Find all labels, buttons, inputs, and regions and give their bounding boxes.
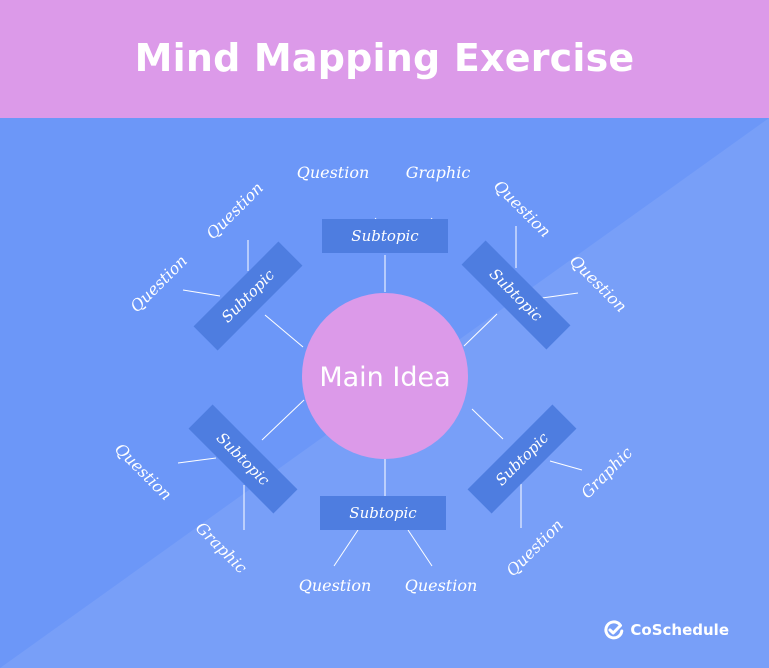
subtopic-node: Subtopic — [193, 241, 303, 351]
page-title: Mind Mapping Exercise — [134, 36, 635, 80]
main-to-subtopic-connector — [471, 408, 504, 440]
subtopic-to-leaf-connector — [541, 292, 579, 299]
subtopic-to-leaf-connector — [407, 529, 433, 567]
main-to-subtopic-connector — [264, 314, 304, 348]
subtopic-box — [322, 219, 448, 253]
subtopic-to-leaf-connector — [333, 529, 359, 567]
subtopic-box — [188, 404, 298, 514]
checkmark-logo-icon — [604, 620, 624, 640]
subtopic-box — [461, 240, 571, 350]
mind-map-diagram: SubtopicSubtopicSubtopicSubtopicSubtopic… — [0, 118, 769, 668]
main-idea-label: Main Idea — [319, 362, 450, 393]
graphic-leaf-label: Graphic — [406, 163, 471, 182]
subtopic-label: Subtopic — [351, 227, 419, 245]
question-leaf-label: Question — [297, 163, 370, 182]
subtopic-box — [320, 496, 446, 530]
question-leaf-label: Question — [299, 576, 372, 595]
subtopic-to-leaf-connector — [177, 457, 217, 464]
subtopic-label: Subtopic — [349, 504, 417, 522]
subtopic-box — [193, 241, 303, 351]
subtopic-box — [467, 404, 577, 514]
main-to-subtopic-connector — [261, 399, 305, 441]
main-idea-circle — [302, 293, 468, 459]
subtopic-node: Subtopic — [320, 496, 446, 530]
question-leaf-label: Question — [405, 576, 478, 595]
main-to-subtopic-connector — [463, 313, 498, 347]
subtopic-to-leaf-connector — [549, 460, 583, 471]
subtopic-node: Subtopic — [322, 219, 448, 253]
brand-logo: CoSchedule — [604, 620, 729, 640]
main-idea-node: Main Idea — [302, 293, 468, 459]
subtopic-to-leaf-connector — [182, 289, 221, 297]
header-banner: Mind Mapping Exercise — [0, 0, 769, 118]
brand-name: CoSchedule — [630, 621, 729, 639]
